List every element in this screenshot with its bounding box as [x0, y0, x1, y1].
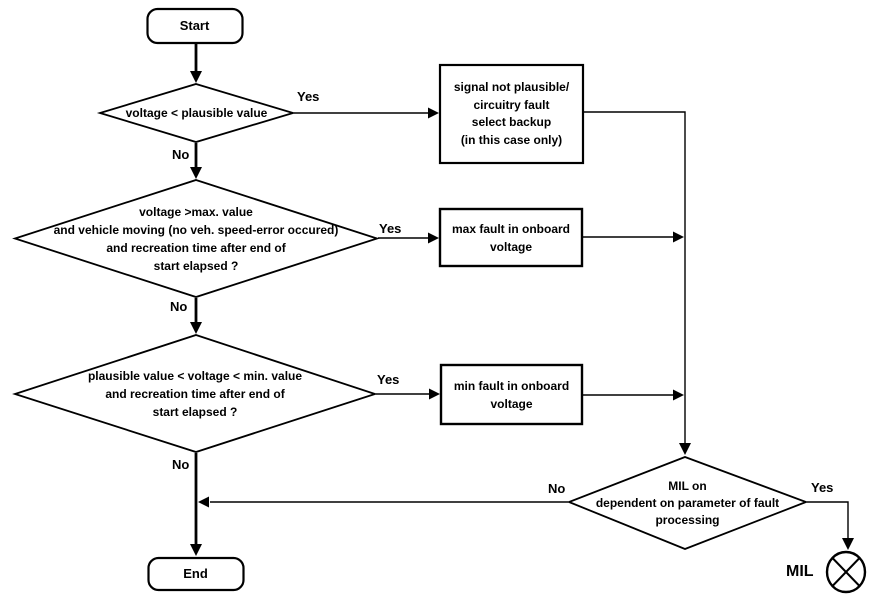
decision3-no-label: No	[172, 457, 190, 472]
end-node-label: End	[183, 566, 208, 581]
edge-decision3-no-to-end	[190, 453, 202, 556]
edge-mil-yes-to-lamp	[807, 501, 854, 550]
mil-lamp-label: MIL	[786, 563, 814, 580]
edge-decision2-yes	[378, 232, 439, 244]
start-node-shape	[146, 7, 244, 45]
mil-no-label: No	[548, 481, 566, 496]
decision3-yes-label: Yes	[377, 372, 400, 387]
decision-voltage-plausible-shape	[96, 83, 297, 143]
edge-decision1-no	[190, 143, 202, 179]
process-signal-not-plausible-shape	[438, 63, 585, 165]
decision-voltage-min-shape	[12, 334, 378, 453]
edge-collector-to-mil-decision	[583, 111, 691, 455]
decision-mil-shape	[566, 456, 809, 550]
mil-lamp-icon	[825, 550, 867, 594]
end-node-shape	[147, 556, 245, 592]
decision-voltage-max-shape	[12, 179, 380, 298]
process-signal-not-plausible-label: signal not plausible/ circuitry fault se…	[453, 80, 570, 147]
process-min-fault-label: min fault in onboard voltage	[453, 378, 570, 411]
edge-start-to-decision1	[190, 44, 202, 83]
start-node-label: Start	[179, 17, 210, 33]
edge-box2-to-collector	[582, 231, 684, 243]
decision2-no-label: No	[170, 299, 188, 314]
decision-voltage-min-label: plausible value < voltage < min. value a…	[87, 368, 303, 419]
decision-voltage-plausible-label: voltage < plausible value	[125, 106, 268, 120]
decision-mil-label: MIL on dependent on parameter of fault p…	[595, 478, 780, 527]
decision1-no-label: No	[172, 147, 190, 162]
edge-decision3-yes	[376, 388, 440, 400]
edge-mil-no-to-end-line	[198, 496, 568, 508]
decision-voltage-max-label: voltage >max. value and vehicle moving (…	[53, 204, 339, 273]
mil-yes-label: Yes	[811, 480, 834, 495]
edge-decision2-no	[190, 298, 202, 334]
decision1-yes-label: Yes	[297, 89, 320, 104]
edge-decision1-yes	[294, 107, 439, 119]
process-max-fault-label: max fault in onboard voltage	[451, 221, 570, 254]
decision2-yes-label: Yes	[379, 221, 402, 236]
edge-box3-to-collector	[582, 389, 684, 401]
